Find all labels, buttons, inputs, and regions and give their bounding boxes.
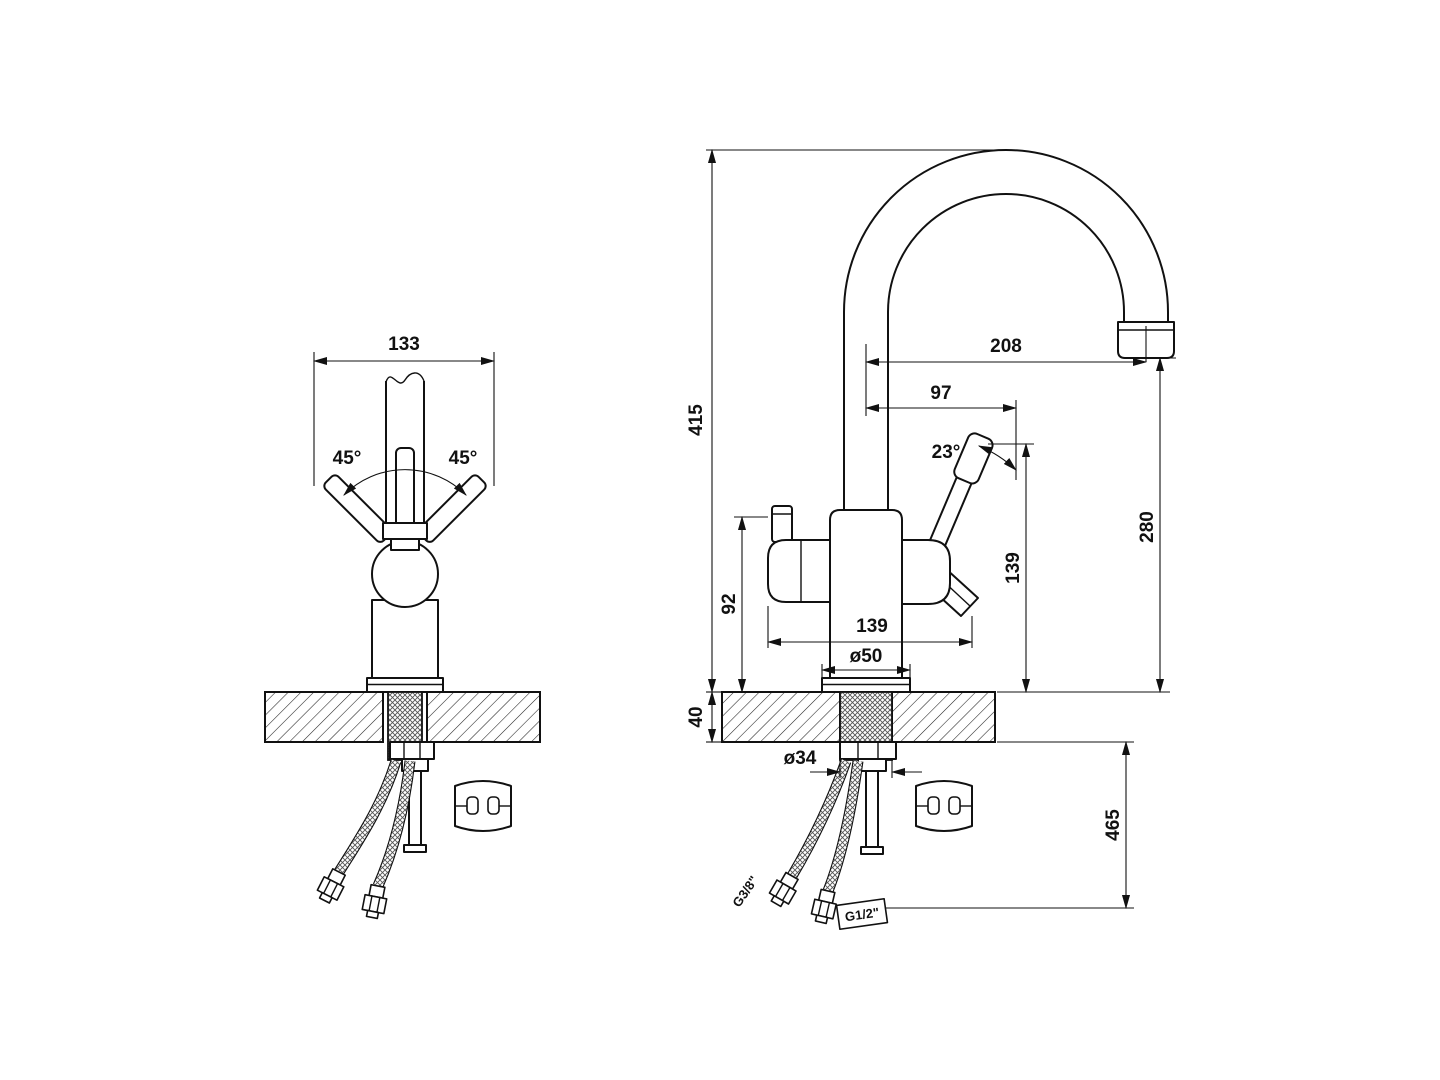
dim-reach-label: 208 [990, 336, 1022, 357]
dim-width-label: 133 [388, 334, 420, 355]
countertop-left-section [721, 691, 841, 743]
angle-arc [977, 445, 1017, 471]
faucet-body [371, 599, 439, 679]
spout-arc-inner [887, 193, 1125, 313]
mounting-clamp [915, 780, 973, 832]
dim-base-dia-label: ø50 [850, 646, 883, 667]
dim-height-label: 415 [686, 404, 707, 436]
mounting-clamp [454, 780, 512, 832]
hose-thread-label: G3/8" [729, 873, 761, 910]
swing-left-label: 45° [333, 448, 362, 469]
stud-foot [860, 846, 884, 855]
faucet-body [829, 509, 903, 679]
mounting-nut [839, 741, 897, 760]
swing-right-label: 45° [449, 448, 478, 469]
side-lever-small [771, 505, 793, 543]
flex-hose [374, 760, 415, 888]
handle-clamp [390, 538, 420, 551]
dim-handle-reach-label: 97 [930, 383, 951, 404]
dim-outlet-height-label: 280 [1137, 511, 1158, 543]
side-under-counter [765, 691, 973, 926]
right-handle-boss [901, 539, 951, 605]
handle-lever-center [395, 447, 415, 531]
dim-hole-dia-label: ø34 [784, 748, 817, 769]
front-under-counter [313, 691, 512, 921]
stud-foot [403, 844, 427, 853]
dim-counter-label: 40 [686, 706, 707, 727]
swing-arc [343, 469, 467, 496]
dim-lever-height-label: 92 [719, 593, 740, 614]
stud-rod [865, 770, 879, 848]
dim-hose-length-label: 465 [1103, 809, 1124, 841]
left-handle-boss [767, 539, 831, 603]
front-faucet-body [323, 372, 487, 693]
spout-collar [382, 522, 428, 540]
dim-angle-label: 23° [932, 442, 961, 463]
flex-hose [824, 760, 863, 893]
front-view: 133 45° 45° [264, 334, 541, 921]
front-dimensions: 133 45° 45° [312, 334, 496, 496]
pipe-break-line [385, 372, 425, 384]
shank-thread-tag: G1/2" [835, 897, 889, 931]
hose-fitting [360, 883, 390, 921]
countertop-right-section [891, 691, 996, 743]
dim-body-depth-label: 139 [856, 616, 888, 637]
countertop-left-section [264, 691, 384, 743]
side-view: 415 40 208 97 23° 280 139 [686, 148, 1176, 931]
dim-handle-height-label: 139 [1003, 552, 1024, 584]
flex-hose [335, 759, 401, 875]
countertop-right-section [426, 691, 541, 743]
shank-thread-label: G1/2" [844, 905, 880, 925]
spout-arc-outer [843, 149, 1169, 313]
mounting-nut [389, 741, 435, 760]
hose-fitting [809, 887, 840, 926]
side-faucet-body [767, 149, 1175, 693]
